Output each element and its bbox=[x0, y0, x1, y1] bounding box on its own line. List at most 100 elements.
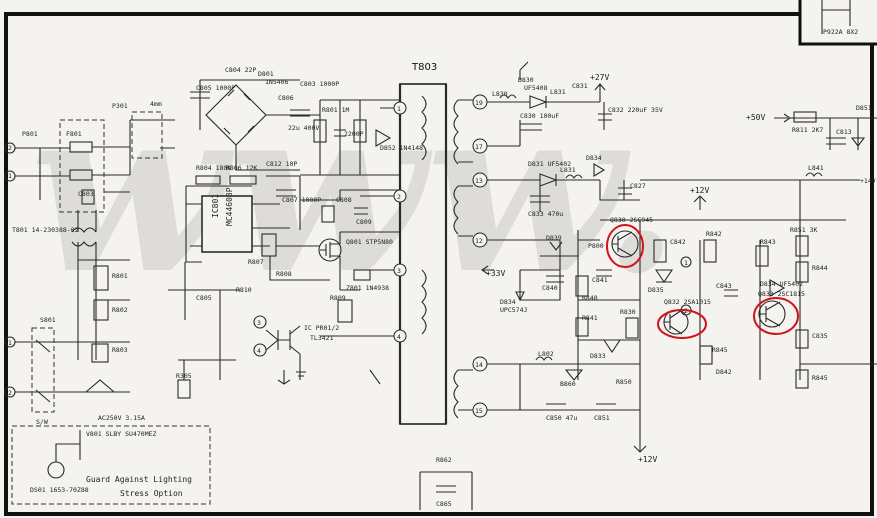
svg-text:2: 2 bbox=[8, 144, 12, 152]
rail-33v: +33V D839 C840 D834 UPC574J bbox=[481, 234, 578, 314]
rectifier-section: P301 4mm C804 22P C805 1000P D801 1N5406… bbox=[112, 66, 423, 176]
svg-text:C812 10P: C812 10P bbox=[266, 160, 297, 168]
emi-filter-box bbox=[59, 119, 105, 213]
rail-27v: L830 D830 UF5408 L831 C831 +27V C830 100… bbox=[487, 61, 663, 147]
c865-label: C865 bbox=[436, 500, 452, 508]
q832-label: Q832 2SA1015 bbox=[664, 298, 711, 306]
r801-label: R801 bbox=[112, 272, 128, 280]
r802-label: R802 bbox=[112, 306, 128, 314]
d852-label: D852 1N4148 bbox=[380, 144, 423, 152]
d831-label: D831 UF5402 bbox=[528, 160, 571, 168]
t803-pin-1: 1 bbox=[397, 105, 401, 113]
t801-label: T801 14-230388-02 bbox=[12, 226, 79, 234]
opto-ref: IC PR01/2 bbox=[304, 324, 339, 332]
svg-text:C805 1000P: C805 1000P bbox=[196, 84, 235, 92]
svg-text:C827: C827 bbox=[630, 182, 646, 190]
t803-pin-19: 19 bbox=[475, 99, 483, 107]
t803-pin-2: 2 bbox=[397, 193, 401, 201]
rail-33v-label: +33V bbox=[486, 269, 505, 278]
rail-27v-label: +27V bbox=[590, 73, 609, 82]
transformer-t803: T803 1 2 3 4 19 17 13 12 14 15 bbox=[320, 62, 488, 425]
q801-mosfet bbox=[318, 238, 342, 262]
l841-label: L841 bbox=[808, 164, 824, 172]
t803-pin-14: 14 bbox=[475, 361, 483, 369]
c835-label: C835 bbox=[812, 332, 828, 340]
svg-text:DS01 1653-70Z88: DS01 1653-70Z88 bbox=[30, 486, 89, 494]
d801-label: D801 bbox=[258, 70, 274, 78]
svg-text:C803 1000P: C803 1000P bbox=[300, 80, 339, 88]
svg-text:C806: C806 bbox=[278, 94, 294, 102]
c842-label: C842 bbox=[670, 238, 686, 246]
p801-label: P801 bbox=[22, 130, 38, 138]
r842-label: R842 bbox=[706, 230, 722, 238]
svg-text:P800: P800 bbox=[588, 242, 604, 250]
l831-label: L831 bbox=[560, 166, 576, 174]
sw-label: S/W bbox=[36, 418, 48, 426]
svg-text:AC250V 3.15A: AC250V 3.15A bbox=[98, 414, 145, 422]
guard-line2: Stress Option bbox=[120, 489, 183, 498]
r807-label: R807 bbox=[248, 258, 264, 266]
r803-label: R803 bbox=[112, 346, 128, 354]
svg-text:2200P: 2200P bbox=[344, 130, 364, 138]
d835-label: D835 bbox=[648, 286, 664, 294]
svg-text:P301: P301 bbox=[112, 102, 128, 110]
rail-50v-label: +50V bbox=[746, 113, 765, 122]
svg-text:1: 1 bbox=[684, 259, 688, 267]
t803-pin-4: 4 bbox=[397, 333, 401, 341]
t803-pin-17: 17 bbox=[475, 143, 483, 151]
t803-pin-12: 12 bbox=[475, 237, 483, 245]
q833-highlight[interactable] bbox=[753, 297, 799, 335]
r810-label: R810 bbox=[236, 286, 252, 294]
c831-label: C831 bbox=[572, 82, 588, 90]
rail-12v-a-label: +12V bbox=[690, 186, 709, 195]
r841-label: R841 bbox=[582, 314, 598, 322]
svg-text:1: 1 bbox=[8, 172, 12, 180]
r843-label: R843 bbox=[760, 238, 776, 246]
ic801-part: MC44608P bbox=[225, 187, 234, 226]
q833-label: Q833 2SC1815 bbox=[758, 290, 805, 298]
regulator-network: P800 R840 R841 C841 Q830 2SC945 C842 R84… bbox=[575, 216, 877, 464]
c851-label: C851 bbox=[594, 414, 610, 422]
mains-input-section: 2 1 P801 F801 C803 T801 14-230388-02 R80… bbox=[4, 119, 211, 505]
controller-section: IC801 MC44608P R804 180K R806 12K C812 1… bbox=[168, 160, 401, 399]
r845-label: R845 bbox=[812, 374, 828, 382]
l802-label: L802 bbox=[538, 350, 554, 358]
svg-text:1N5406: 1N5406 bbox=[265, 78, 289, 86]
f801-label: F801 bbox=[66, 130, 82, 138]
svg-text:L831: L831 bbox=[550, 88, 566, 96]
connector-wires bbox=[821, 0, 851, 34]
svg-text:D842: D842 bbox=[716, 368, 732, 376]
svg-text:22u 400V: 22u 400V bbox=[288, 124, 319, 132]
opto-part: TL3421 bbox=[310, 334, 334, 342]
svg-text:D834: D834 bbox=[500, 298, 516, 306]
svg-text:4: 4 bbox=[257, 347, 261, 355]
ic801-body bbox=[201, 195, 253, 253]
c841-label: C841 bbox=[592, 276, 608, 284]
guard-option-box[interactable] bbox=[11, 425, 211, 505]
q832-highlight[interactable] bbox=[657, 309, 707, 339]
rail-12v-b-label: +12V bbox=[638, 455, 657, 464]
c850-label: C850 47u bbox=[546, 414, 577, 422]
rail-50v: +50V R811 2K7 C813 D851 bbox=[746, 104, 877, 150]
svg-text:C833 470u: C833 470u bbox=[528, 210, 563, 218]
svg-text:D839: D839 bbox=[546, 234, 562, 242]
c804-label: C804 22P bbox=[225, 66, 256, 74]
svg-text:1: 1 bbox=[8, 339, 12, 347]
r851-label: R851 3K bbox=[790, 226, 817, 234]
z801-label: Z801 1N4938 bbox=[346, 284, 389, 292]
p922-label: P922A 8X2 bbox=[823, 28, 858, 36]
q830-highlight[interactable] bbox=[606, 224, 644, 268]
svg-text:R801 1M: R801 1M bbox=[322, 106, 349, 114]
c840-label: C840 bbox=[542, 284, 558, 292]
t803-pin-3: 3 bbox=[397, 267, 401, 275]
t803-pin-13: 13 bbox=[475, 177, 483, 185]
bottom-secondary: L802 B860 C850 47u C851 R850 R862 C865 bbox=[277, 350, 640, 510]
svg-text:L830: L830 bbox=[492, 90, 508, 98]
c809-label: C809 bbox=[356, 218, 372, 226]
r830-label: R830 bbox=[620, 308, 636, 316]
rail-14v-label: +14V bbox=[860, 177, 876, 185]
r811-label: R811 2K7 bbox=[792, 126, 823, 134]
c805-label: C805 bbox=[196, 294, 212, 302]
connector-box-p922 bbox=[798, 0, 877, 46]
